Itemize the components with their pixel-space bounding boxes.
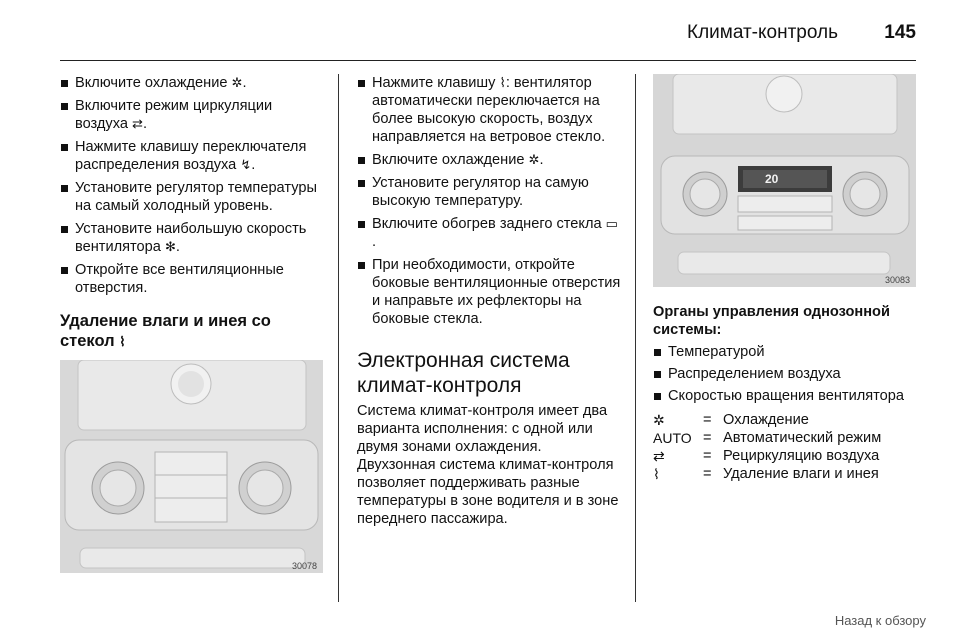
legend-row: ⇄ = Рециркуляцию воздуха (653, 448, 880, 464)
legend-row: ⌇ = Удаление влаги и инея (653, 466, 879, 482)
instructions-list: Нажмите клавишу ⌇: вентилятор автоматиче… (357, 74, 622, 328)
display-readout: 20 (765, 172, 779, 186)
column-3: 20 30083 Органы управления однозонной си… (653, 74, 916, 483)
defrost-icon: ⌇ (119, 334, 126, 349)
list-item: Включите охлаждение ✲. (357, 151, 622, 169)
back-to-overview-link[interactable]: Назад к обзору (834, 613, 926, 628)
control-panel-figure: 30078 (60, 360, 323, 573)
list-item: Температурой (653, 343, 916, 361)
list-item: Включите режим циркуляции воздуха ⇄. (60, 97, 325, 133)
list-item: Распределением воздуха (653, 365, 916, 383)
air-distribution-icon: ↯ (240, 157, 252, 172)
list-item: Включите охлаждение ✲. (60, 74, 325, 92)
list-item: Установите наибольшую скорость вентилято… (60, 220, 325, 256)
column-divider (635, 74, 636, 602)
single-zone-panel-illustration (653, 74, 916, 287)
legend-row: ✲ = Охлаждение (653, 412, 809, 428)
list-item: При необходимости, откройте боковые вент… (357, 256, 622, 328)
list-item: Нажмите клавишу переключателя распределе… (60, 138, 325, 174)
legend-text: Удаление влаги и инея (723, 466, 879, 482)
rear-window-heating-icon: ▭ (605, 216, 618, 231)
cooling-icon: ✲ (653, 412, 665, 428)
symbol-legend: ✲ = Охлаждение AUTO = Автоматический реж… (653, 411, 916, 483)
instructions-list: Включите охлаждение ✲. Включите режим ци… (60, 74, 325, 297)
figure-caption: Органы управления однозонной системы: (653, 304, 890, 338)
list-item: Установите регулятор температуры на самы… (60, 179, 325, 215)
legend-text: Автоматический режим (723, 430, 882, 446)
cooling-icon: ✲ (231, 75, 243, 90)
page-title: Климат-контроль (687, 22, 838, 43)
section-heading: Удаление влаги и инея со стекол ⌇ (60, 312, 271, 350)
page-header: Климат-контроль 145 (60, 14, 916, 61)
legend-row: AUTO = Автоматический режим (653, 430, 882, 446)
recirculation-icon: ⇄ (653, 448, 665, 464)
figure-number: 30078 (291, 561, 317, 571)
single-zone-panel-figure: 20 30083 (653, 74, 916, 287)
list-item: Включите обогрев заднего стекла ▭. (357, 215, 622, 251)
section-heading: Электронная система климат-контроля (357, 349, 570, 397)
defrost-icon: ⌇ (499, 75, 506, 90)
cooling-icon: ✲ (528, 152, 540, 167)
control-panel-illustration (60, 360, 323, 573)
column-divider (338, 74, 339, 602)
legend-text: Рециркуляцию воздуха (723, 448, 880, 464)
fan-icon: ✻ (164, 239, 176, 254)
auto-label: AUTO (653, 430, 692, 446)
defrost-icon: ⌇ (653, 466, 660, 482)
figure-number: 30083 (884, 275, 910, 285)
legend-text: Охлаждение (723, 412, 809, 428)
column-2: Нажмите клавишу ⌇: вентилятор автоматиче… (357, 74, 622, 528)
section-paragraph: Система климат-контроля имеет два вариан… (357, 403, 619, 527)
list-item: Нажмите клавишу ⌇: вентилятор автоматиче… (357, 74, 622, 146)
list-item: Откройте все вентиляционные отверстия. (60, 261, 325, 297)
column-1: Включите охлаждение ✲. Включите режим ци… (60, 74, 325, 573)
list-item: Установите регулятор на самую высокую те… (357, 174, 622, 210)
controls-list: Температурой Распределением воздуха Скор… (653, 343, 916, 405)
page-number: 145 (884, 22, 916, 43)
recirculation-icon: ⇄ (132, 116, 143, 131)
list-item: Скоростью вращения вентилятора (653, 387, 916, 405)
